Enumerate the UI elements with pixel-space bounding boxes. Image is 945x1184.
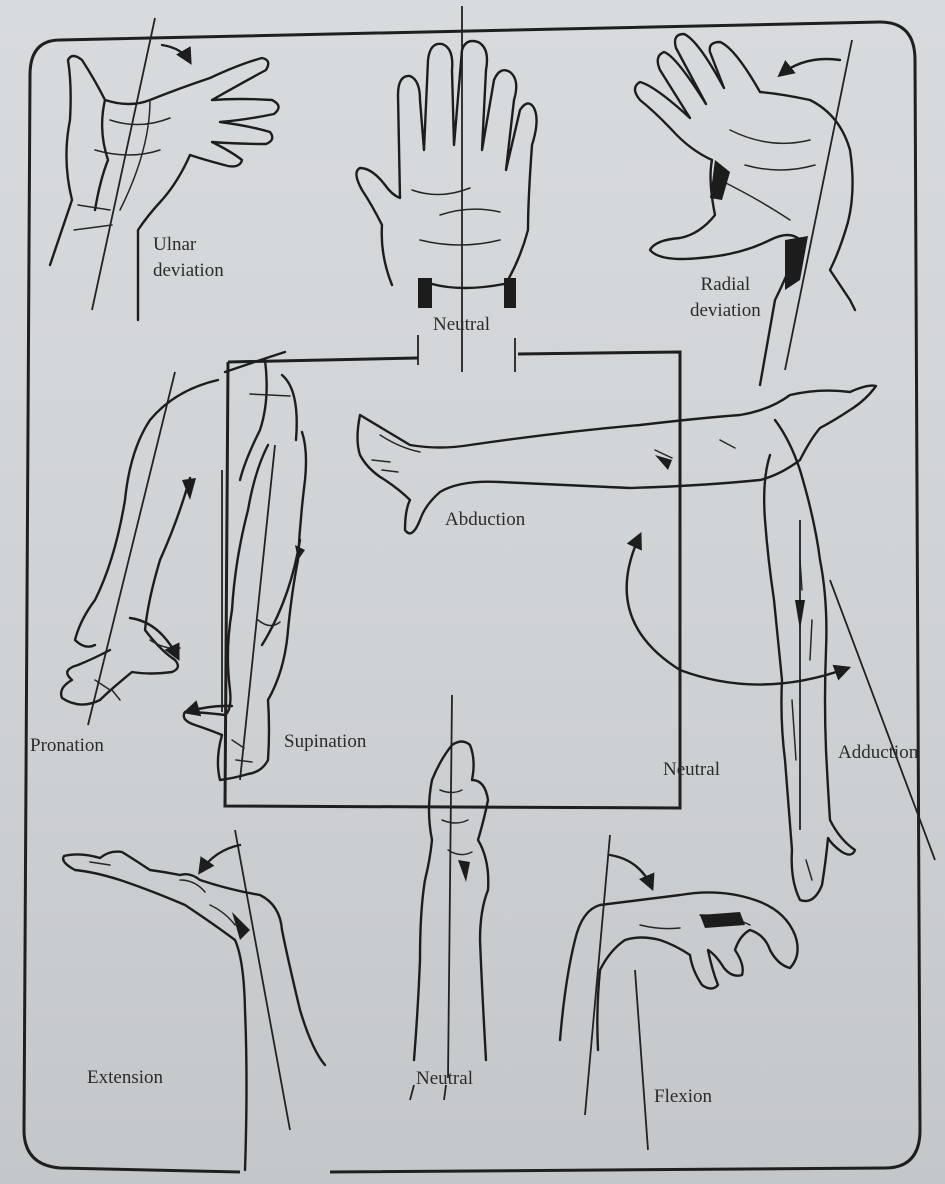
label-ulnar-deviation: Ulnar deviation: [153, 232, 224, 284]
abduction-adduction-arm: [358, 386, 936, 901]
label-neutral-center: Neutral: [663, 757, 720, 783]
pronation-arm: [61, 352, 297, 725]
outer-frame: [24, 22, 920, 1172]
label-radial-deviation: Radial deviation: [690, 272, 761, 324]
label-neutral-bottom: Neutral: [416, 1066, 473, 1092]
label-adduction: Adduction: [838, 740, 918, 766]
extension-hand: [63, 830, 325, 1170]
label-extension: Extension: [87, 1065, 163, 1091]
neutral-center-forearm: [410, 695, 488, 1100]
label-abduction: Abduction: [445, 507, 525, 533]
supination-arm: [184, 432, 306, 780]
radial-deviation-hand: [635, 34, 855, 385]
label-flexion: Flexion: [654, 1084, 712, 1110]
label-pronation: Pronation: [30, 733, 104, 759]
label-neutral-top: Neutral: [433, 312, 490, 338]
label-supination: Supination: [284, 729, 366, 755]
